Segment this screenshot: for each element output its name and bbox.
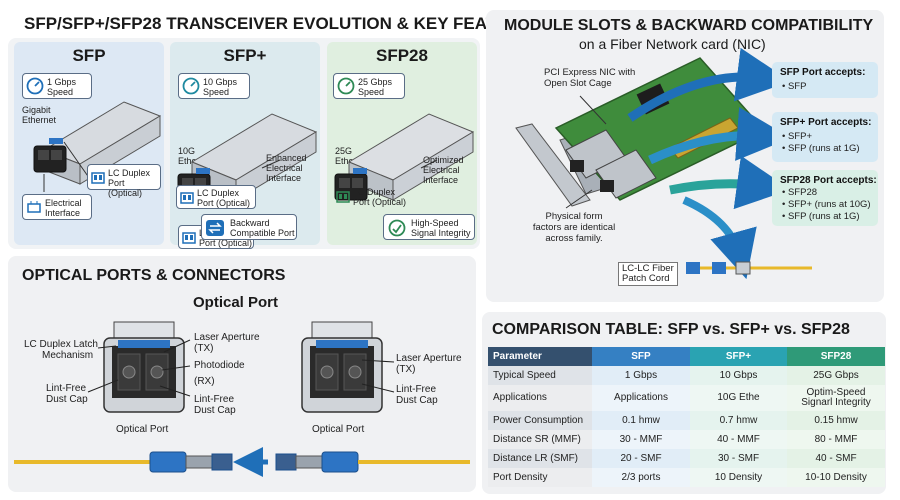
sfp28-card: SFP28 25 Gbps Speed 25G Ethernet Optimiz… (327, 42, 477, 245)
sfp28-port-badge: LC Duplex Port (Optical) (333, 185, 411, 209)
latch-label: LC Duplex Latch (24, 339, 98, 350)
sfp-use-label: Gigabit (22, 105, 51, 115)
sfp28-module-illustration (334, 113, 475, 201)
physical-note: Physical form (545, 211, 603, 222)
sfpplus-compat-badge: Backward Compatible Port (201, 214, 297, 240)
arrow-to-patch (682, 196, 757, 280)
sfpplus-card-title: SFP+ (223, 46, 267, 65)
sfp28-card-title: SFP28 (376, 46, 428, 65)
nic-label: PCI Express NIC with (544, 67, 636, 78)
speedometer-icon (182, 77, 200, 95)
header-sfp: SFP (592, 347, 690, 366)
accepts-sfp: SFP Port accepts: • SFP (772, 62, 878, 98)
table-row: Power Consumption 0.1 hmw 0.7 hmw 0.15 h… (488, 411, 885, 430)
lc-port-icon (180, 192, 194, 204)
sfp28-signal-badge: High-Speed Signal Integrity (383, 214, 475, 240)
speedometer-icon (26, 77, 44, 95)
lc-port-icon (182, 232, 196, 244)
header-sfpplus: SFP+ (690, 347, 787, 366)
module-slots-title: MODULE SLOTS & BACKWARD COMPATIBILITY (504, 17, 874, 34)
gauge-icon (388, 219, 406, 237)
dust-cap-label-right: Lint-Free (396, 384, 437, 395)
arrow-to-sfpplus (648, 107, 791, 165)
table-header-row: Parameter SFP SFP+ SFP28 (488, 347, 885, 366)
table-row: Port Density 2/3 ports 10 Density 10-10 … (488, 468, 885, 487)
arrow-to-sfp28 (669, 155, 791, 210)
laser-label-right: Laser Aperture (396, 353, 462, 364)
table-row: Distance SR (MMF) 30 - MMF 40 - MMF 80 -… (488, 430, 885, 449)
optical-port-caption-left: Optical Port (116, 424, 169, 435)
table-row: Applications Applications 10G Ethe Optim… (488, 385, 885, 411)
header-sfp28: SFP28 (787, 347, 885, 366)
comparison-table: Parameter SFP SFP+ SFP28 Typical Speed 1… (488, 347, 885, 487)
swap-arrows-icon (206, 220, 224, 236)
lc-port-icon (91, 172, 105, 184)
laser-label-left: Laser Aperture (194, 332, 260, 343)
sfp28-use-label: 25G (335, 146, 353, 156)
header-parameter: Parameter (488, 347, 592, 366)
sfp28-speed-badge: 25 Gbps Speed (333, 73, 405, 99)
page-title: SFP/SFP+/SFP28 TRANSCEIVER EVOLUTION & K… (24, 14, 544, 33)
chip-icon (27, 201, 41, 213)
arrow-to-sfp (627, 47, 791, 122)
table-row: Typical Speed 1 Gbps 10 Gbps 25G Gbps (488, 366, 885, 385)
optical-port-caption-right: Optical Port (312, 424, 365, 435)
module-slots-subtitle: on a Fiber Network card (NIC) (579, 36, 766, 52)
sfp-card: SFP 1 Gbps Speed Gigabit Ethernet LC Dup… (14, 42, 164, 245)
lc-port-icon (336, 191, 350, 203)
photodiode-label: Photodiode (194, 360, 245, 371)
optical-subtitle: Optical Port (193, 294, 279, 311)
table-row: Distance LR (SMF) 20 - SMF 30 - SMF 40 -… (488, 449, 885, 468)
accepts-sfpplus: SFP+ Port accepts: • SFP+ • SFP (runs at… (772, 112, 878, 162)
sfp-iface-badge: Electrical Interface (22, 194, 92, 220)
sfp-card-title: SFP (72, 46, 106, 65)
sfp28-iface-badge: Optimized Electrical Interface (423, 155, 464, 185)
sfpplus-speed-badge: 10 Gbps Speed (178, 73, 250, 99)
sfpplus-iface-badge: Enhanced Electrical Interface (266, 153, 307, 183)
accepts-sfp28: SFP28 Port accepts: • SFP28 • SFP+ (runs… (772, 170, 878, 226)
dust-cap-label-left-2: Lint-Free (194, 394, 235, 405)
optical-title: OPTICAL PORTS & CONNECTORS (22, 267, 286, 284)
speedometer-icon (337, 77, 355, 95)
sfp-port-badge: LC Duplex Port (Optical) (87, 164, 161, 198)
dust-cap-label-left: Lint-Free (46, 383, 87, 394)
patch-label: LC-LC Fiber (618, 262, 678, 286)
comparison-title: COMPARISON TABLE: SFP vs. SFP+ vs. SFP28 (492, 321, 850, 338)
sfpplus-port-badge-2: LC Duplex Port (Optical) (176, 185, 256, 209)
sfp-speed-badge: 1 Gbps Speed (22, 73, 92, 99)
sfpplus-use-label: 10G (178, 146, 196, 156)
